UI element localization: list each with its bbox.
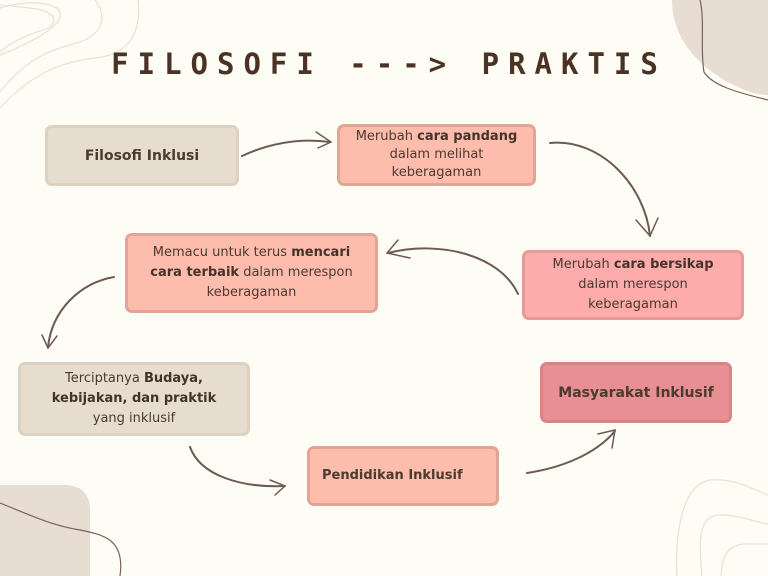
node-text: Merubah xyxy=(552,257,614,272)
node-pendidikan-inklusif: Pendidikan Inklusif xyxy=(307,446,499,506)
node-text-bold: kebijakan, dan praktik xyxy=(51,391,217,406)
node-text: Terciptanya xyxy=(65,371,144,386)
node-label: Filosofi Inklusi xyxy=(84,147,200,164)
node-budaya-kebijakan-praktik: Terciptanya Budaya, kebijakan, dan prakt… xyxy=(18,362,250,436)
node-text: yang inklusif xyxy=(92,411,176,426)
node-mencari-cara-terbaik: Memacu untuk terus mencari cara terbaik … xyxy=(125,233,378,313)
node-filosofi-inklusi: Filosofi Inklusi xyxy=(45,125,239,186)
node-text: dalam merespon xyxy=(578,277,688,292)
arrow-down-right-icon xyxy=(189,446,286,488)
node-masyarakat-inklusif: Masyarakat Inklusif xyxy=(540,362,732,423)
node-cara-pandang: Merubah cara pandang dalam melihat keber… xyxy=(337,124,536,186)
node-label: Masyarakat Inklusif xyxy=(558,384,714,401)
arrow-down-icon xyxy=(549,141,651,237)
node-text: keberagaman xyxy=(391,165,482,180)
node-text-bold: Budaya, xyxy=(143,371,203,386)
node-text-bold: cara pandang xyxy=(417,129,518,144)
arrow-left-icon xyxy=(387,247,519,295)
arrow-down-left-icon xyxy=(47,276,115,348)
node-text: dalam merespon xyxy=(239,265,353,280)
node-cara-bersikap: Merubah cara bersikap dalam merespon keb… xyxy=(522,250,744,320)
node-text-bold: mencari xyxy=(291,245,351,260)
node-text: Memacu untuk terus xyxy=(152,245,292,260)
node-text: keberagaman xyxy=(206,285,297,300)
node-label: Pendidikan Inklusif xyxy=(322,468,463,483)
node-text-bold: cara bersikap xyxy=(613,257,714,272)
page-title: FILOSOFI ---> PRAKTIS xyxy=(111,47,667,81)
node-text: dalam melihat xyxy=(389,147,484,162)
node-text-bold: cara terbaik xyxy=(150,265,240,280)
node-text: keberagaman xyxy=(588,297,678,312)
arrow-up-right-icon xyxy=(526,430,616,474)
node-text: Merubah xyxy=(355,129,418,144)
arrow-right-icon xyxy=(241,139,331,157)
